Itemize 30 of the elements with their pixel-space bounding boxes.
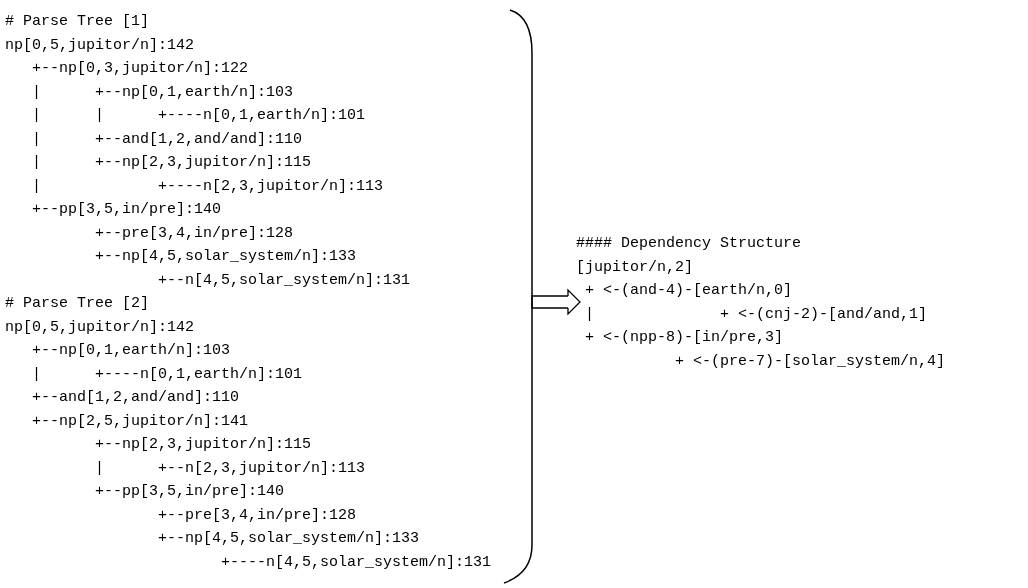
parse-tree-line: +--np[2,5,jupitor/n]:141 bbox=[32, 411, 249, 432]
parse-tree-line: +--pre[3,4,in/pre]:128 bbox=[158, 505, 357, 526]
parse-tree-line: +--pre[3,4,in/pre]:128 bbox=[95, 223, 294, 244]
parse-tree-line: | +----n[2,3,jupitor/n]:113 bbox=[32, 176, 384, 197]
parse-tree-line: +--pp[3,5,in/pre]:140 bbox=[32, 200, 222, 220]
parse-tree-line: | +--and[1,2,and/and]:110 bbox=[32, 129, 303, 150]
parse-tree-line: | +--n[2,3,jupitor/n]:113 bbox=[95, 458, 366, 479]
dependency-line: + <-(pre-7)-[solar_system/n,4] bbox=[675, 351, 946, 372]
parse-tree-line: +--np[4,5,solar_system/n]:133 bbox=[95, 247, 357, 267]
dependency-line: + <-(npp-8)-[in/pre,3] bbox=[585, 328, 784, 348]
parse-tree-line: +--n[4,5,solar_system/n]:131 bbox=[158, 270, 411, 291]
dependency-line: + <-(and-4)-[earth/n,0] bbox=[585, 281, 793, 301]
parse-tree-line: +----n[4,5,solar_system/n]:131 bbox=[221, 552, 492, 573]
dependency-line: | + <-(cnj-2)-[and/and,1] bbox=[585, 304, 928, 325]
dependency-line: [jupitor/n,2] bbox=[576, 257, 694, 278]
parse-tree-line: +--np[4,5,solar_system/n]:133 bbox=[158, 529, 420, 549]
section-heading: # Parse Tree [1] bbox=[5, 12, 150, 32]
section-heading: # Parse Tree [2] bbox=[5, 294, 150, 314]
parse-tree-line: | +----n[0,1,earth/n]:101 bbox=[32, 364, 303, 385]
parse-tree-line: np[0,5,jupitor/n]:142 bbox=[5, 35, 195, 56]
parse-tree-line: | +--np[0,1,earth/n]:103 bbox=[32, 82, 294, 103]
parse-tree-line: np[0,5,jupitor/n]:142 bbox=[5, 317, 195, 338]
parse-tree-line: +--and[1,2,and/and]:110 bbox=[32, 388, 240, 408]
parse-tree-line: +--pp[3,5,in/pre]:140 bbox=[95, 482, 285, 502]
parse-tree-line: +--np[0,3,jupitor/n]:122 bbox=[32, 59, 249, 79]
parse-tree-line: | +--np[2,3,jupitor/n]:115 bbox=[32, 153, 312, 173]
parse-tree-line: +--np[2,3,jupitor/n]:115 bbox=[95, 435, 312, 455]
section-heading: #### Dependency Structure bbox=[576, 234, 802, 254]
parse-tree-line: | | +----n[0,1,earth/n]:101 bbox=[32, 106, 366, 126]
parse-tree-line: +--np[0,1,earth/n]:103 bbox=[32, 341, 231, 361]
